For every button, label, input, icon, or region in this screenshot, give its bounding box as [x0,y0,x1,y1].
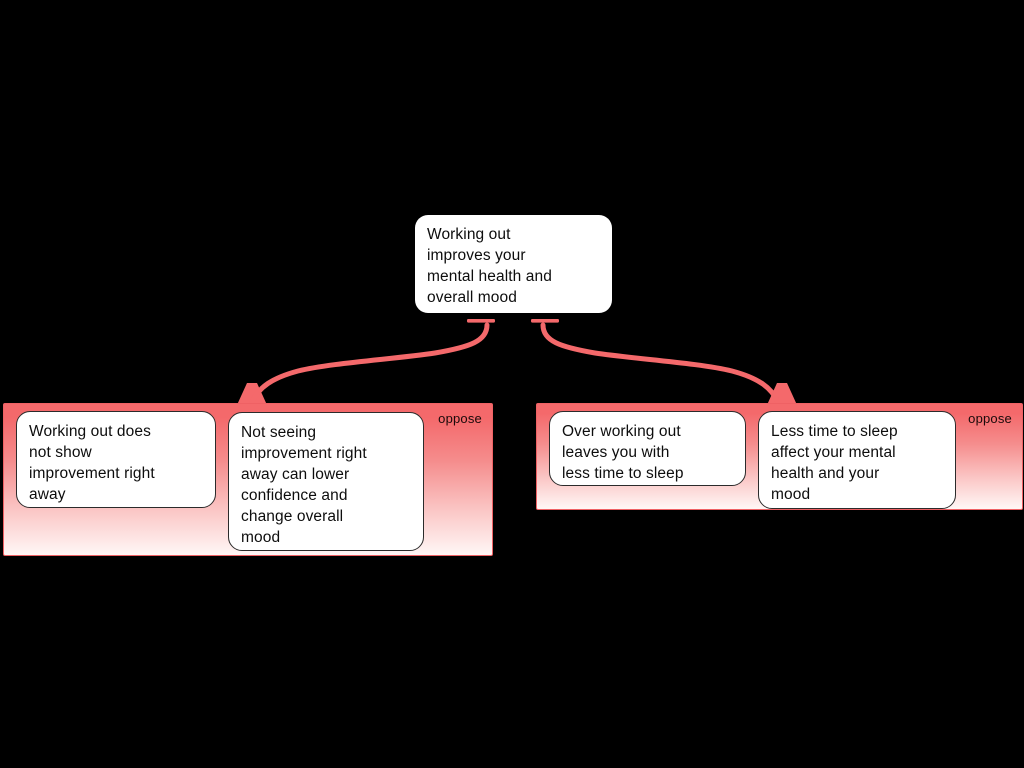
oppose-connector-right-flare [767,383,797,405]
claim-node-text: Working out improves your mental health … [427,226,552,306]
premise-node[interactable]: Less time to sleep affect your mental he… [758,411,956,509]
premise-node-text: Not seeing improvement right away can lo… [241,424,367,546]
oppose-connector-left [249,322,490,405]
oppose-group-left: oppose Working out does not show improve… [3,403,493,556]
premise-node-text: Working out does not show improvement ri… [29,423,155,503]
premise-node[interactable]: Over working out leaves you with less ti… [549,411,746,486]
oppose-connector-right [540,322,781,405]
oppose-link-head-left [467,319,495,323]
oppose-label: oppose [968,411,1012,426]
premise-node-text: Less time to sleep affect your mental he… [771,423,898,503]
premise-node-text: Over working out leaves you with less ti… [562,423,684,482]
premise-node[interactable]: Not seeing improvement right away can lo… [228,412,424,551]
oppose-connector-left-flare [237,383,267,405]
oppose-label: oppose [438,411,482,426]
oppose-group-right: oppose Over working out leaves you with … [536,403,1023,510]
oppose-link-head-right [531,319,559,323]
claim-node[interactable]: Working out improves your mental health … [415,215,612,313]
premise-node[interactable]: Working out does not show improvement ri… [16,411,216,508]
